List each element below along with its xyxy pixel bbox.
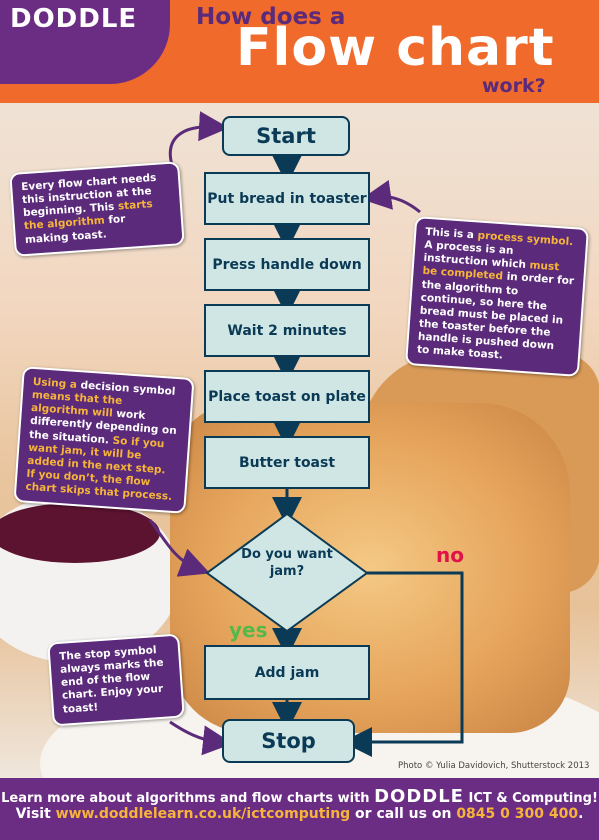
start-note: Every flow chart needs this instruction … [9, 161, 185, 257]
stop-terminal: Stop [222, 719, 355, 763]
stop-note: The stop symbol always marks the end of … [47, 633, 185, 727]
pointer-start-note [168, 111, 229, 166]
decision-note: Using a decision symbol means that the a… [13, 366, 195, 514]
pointer-decision-note [148, 519, 211, 577]
process-place-toast: Place toast on plate [204, 370, 370, 423]
process-press-handle: Press handle down [204, 238, 370, 291]
process-note: This is a process symbol. A process is a… [405, 216, 589, 378]
pointer-stop-note [169, 720, 233, 756]
pointer-process-note [361, 180, 421, 214]
title-line-2: Flow chart [236, 18, 555, 78]
no-label: no [436, 543, 464, 567]
process-put-bread: Put bread in toaster [204, 172, 370, 225]
footer-line-2: Visit www.doddlelearn.co.uk/ictcomputing… [15, 806, 584, 822]
title-line-1: How does a [196, 4, 346, 30]
header-banner: DODDLE How does a Flow chart work? [0, 0, 599, 103]
process-butter-toast: Butter toast [204, 436, 370, 489]
website-link[interactable]: www.doddlelearn.co.uk/ictcomputing [55, 806, 351, 822]
process-add-jam: Add jam [204, 645, 370, 700]
process-wait: Wait 2 minutes [204, 304, 370, 357]
title-line-3: work? [482, 75, 546, 97]
photo-credit: Photo © Yulia Davidovich, Shutterstock 2… [398, 761, 590, 771]
yes-label: yes [229, 618, 268, 642]
footer-banner: Learn more about algorithms and flow cha… [0, 778, 599, 840]
phone-number[interactable]: 0845 0 300 400 [456, 806, 579, 822]
connector-no-branch [342, 571, 464, 757]
jam [0, 503, 160, 563]
start-terminal: Start [222, 116, 350, 156]
decision-label: Do you want jam? [241, 547, 333, 579]
logo-blob [0, 0, 170, 84]
footer-doddle-logo[interactable]: DODDLE [374, 786, 464, 807]
doddle-logo[interactable]: DODDLE [10, 4, 138, 34]
footer-line-1: Learn more about algorithms and flow cha… [1, 786, 598, 807]
